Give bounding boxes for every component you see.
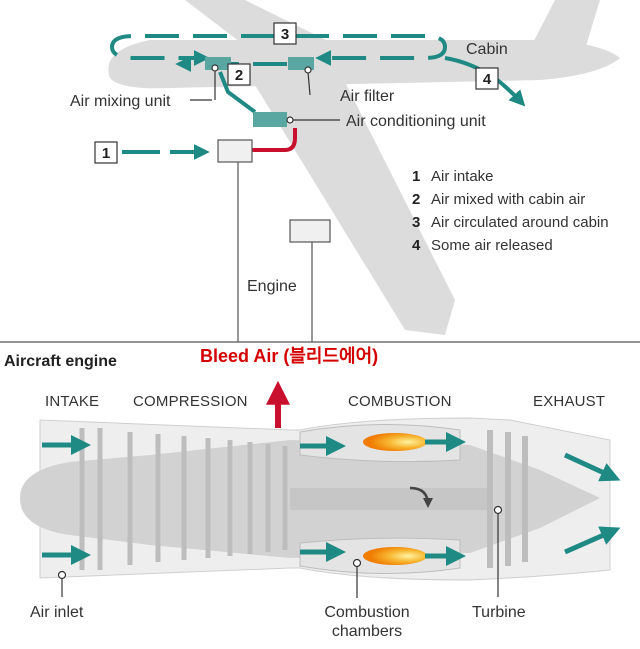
- stage-exhaust: EXHAUST: [533, 393, 605, 410]
- engine-airflow-arrows: [42, 432, 621, 566]
- aircraft-silhouette: [108, 0, 620, 335]
- air-inlet-label: Air inlet: [30, 604, 84, 621]
- engine-box-left: [217, 139, 253, 163]
- engine-box-right: [289, 219, 331, 243]
- combustion-chambers-label-line2: chambers: [332, 623, 402, 640]
- flame-lower: [363, 547, 427, 565]
- combustion-chambers-label-line1: Combustion: [324, 604, 409, 621]
- svg-text:Some air released: Some air released: [431, 237, 553, 254]
- turbine-label: Turbine: [472, 604, 526, 621]
- engine-cutaway: [20, 417, 611, 581]
- svg-text:Air circulated around cabin: Air circulated around cabin: [431, 214, 609, 231]
- marker-3: 3: [273, 22, 297, 45]
- legend: 1 Air intake 2 Air mixed with cabin air …: [412, 168, 609, 254]
- stage-combustion: COMBUSTION: [348, 393, 452, 410]
- svg-text:3: 3: [412, 214, 420, 231]
- marker-2: 2: [227, 63, 251, 86]
- svg-text:Air intake: Air intake: [431, 168, 494, 185]
- svg-text:Air mixed with cabin air: Air mixed with cabin air: [431, 191, 585, 208]
- bleed-pipe: [252, 128, 297, 152]
- bleed-air-label: Bleed Air (블리드에어): [200, 346, 378, 366]
- engine-section-title: Aircraft engine: [4, 353, 117, 370]
- air-mixing-unit-label: Air mixing unit: [70, 93, 171, 110]
- air-conditioning-unit-label: Air conditioning unit: [346, 113, 486, 130]
- svg-text:2: 2: [412, 191, 420, 208]
- engine-callout-leaders: [57, 505, 503, 598]
- cabin-label: Cabin: [466, 41, 508, 58]
- mixing-duct: [218, 71, 257, 114]
- air-conditioning-unit-box: [253, 112, 287, 127]
- svg-text:3: 3: [281, 26, 289, 43]
- callout-leaders: [190, 64, 340, 124]
- rotation-arrow: [409, 486, 433, 508]
- svg-text:1: 1: [412, 168, 420, 185]
- stage-compression: COMPRESSION: [133, 393, 248, 410]
- marker-1: 1: [94, 141, 118, 164]
- marker-4: 4: [475, 67, 499, 90]
- engine-label: Engine: [247, 278, 297, 295]
- stage-intake: INTAKE: [45, 393, 99, 410]
- air-mixing-unit-box: [205, 57, 231, 70]
- svg-text:4: 4: [412, 237, 421, 254]
- svg-text:4: 4: [483, 71, 492, 88]
- svg-text:2: 2: [235, 67, 243, 84]
- flame-upper: [363, 433, 427, 451]
- svg-text:1: 1: [102, 145, 110, 162]
- air-filter-label: Air filter: [340, 88, 395, 105]
